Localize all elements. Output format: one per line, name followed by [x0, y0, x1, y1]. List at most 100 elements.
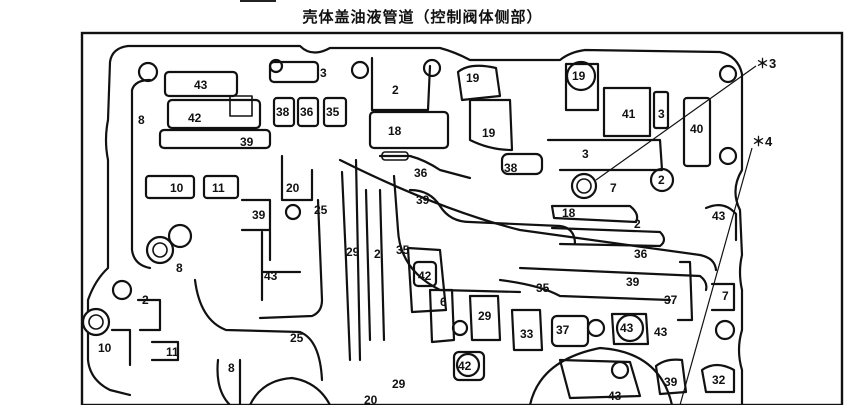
- passage-label: 43: [264, 269, 278, 283]
- passage-29b: [468, 294, 502, 342]
- passage-42c: [452, 350, 486, 382]
- passage-label: 6: [440, 295, 447, 309]
- passage-label: 36: [414, 166, 428, 180]
- passage-label: 42: [188, 111, 202, 125]
- passage-42b: [412, 260, 438, 288]
- bolt-hole: [88, 314, 104, 330]
- passage-label: 43: [654, 325, 668, 339]
- passage-label: 35: [536, 281, 550, 295]
- bolt-hole: [152, 242, 168, 258]
- slot-36: [381, 151, 409, 161]
- passage-39d: [518, 266, 708, 292]
- passage-label: 41: [622, 107, 636, 121]
- passage-label: 39: [626, 275, 640, 289]
- passage-lower-loop: [193, 278, 324, 382]
- passage-11a: [202, 174, 240, 200]
- passage-label: 20: [364, 393, 378, 405]
- passage-2a: [370, 56, 432, 112]
- passage-18b: [550, 204, 639, 224]
- passage-label: 33: [520, 327, 534, 341]
- passage-35c: [498, 278, 672, 302]
- passage-36c: [338, 158, 718, 272]
- passage-29a: [340, 158, 362, 362]
- passage-label: 36: [300, 105, 314, 119]
- passage-label: 37: [556, 323, 570, 337]
- passage-label: 19: [466, 71, 480, 85]
- passage-label: 38: [276, 105, 290, 119]
- passage-label: 2: [142, 293, 149, 307]
- passage-11b: [150, 340, 180, 362]
- bolt-hole: [350, 60, 370, 80]
- passage-25a: [258, 198, 324, 320]
- passage-label: 10: [170, 181, 184, 195]
- passage-label: 3: [582, 147, 589, 161]
- passage-label: 43: [620, 321, 634, 335]
- passage-label: 38: [504, 161, 518, 175]
- passage-label: 35: [326, 105, 340, 119]
- passage-label: 39: [416, 193, 430, 207]
- diagram-title: 壳体盖油液管道（控制阀体侧部）: [302, 8, 543, 26]
- passage-label: 29: [478, 309, 492, 323]
- passage-label: 29: [392, 377, 406, 391]
- passage-label: 25: [290, 331, 304, 345]
- passage-19c: [564, 62, 600, 112]
- passage-label: 18: [388, 124, 402, 138]
- passage-6: [428, 288, 456, 344]
- callout-4-leader: [679, 147, 753, 405]
- bolt-hole: [610, 360, 630, 380]
- passage-18a: [368, 110, 450, 150]
- passage-37b: [550, 314, 590, 348]
- bolt-hole: [167, 223, 193, 249]
- passage-label: 11: [166, 345, 179, 359]
- bolt-hole: [576, 178, 592, 194]
- bolt-hole: [455, 352, 481, 378]
- passage-label: 43: [712, 209, 726, 223]
- passage-43f: [558, 358, 642, 400]
- passage-43e: [610, 312, 650, 346]
- callout-3: ＊3: [756, 56, 776, 71]
- passage-3a: [268, 60, 320, 84]
- passage-2c: [550, 226, 666, 248]
- passage-label: 29: [346, 245, 360, 259]
- passage-41: [602, 86, 652, 138]
- passage-33: [510, 308, 544, 352]
- passage-3b: [652, 90, 670, 130]
- passage-32: [700, 363, 736, 394]
- passage-label: 2: [374, 247, 381, 261]
- passage-label: 37: [664, 293, 678, 307]
- passage-label: 42: [458, 359, 472, 373]
- passage-36b: [378, 154, 472, 180]
- passage-label: 35: [396, 243, 410, 257]
- passage-40: [682, 96, 712, 168]
- bolt-hole: [451, 319, 469, 337]
- bolt-hole: [718, 146, 738, 166]
- passage-2b: [364, 188, 386, 342]
- passage-38b: [500, 152, 544, 176]
- passage-label: 39: [252, 208, 266, 222]
- passage-label: 39: [664, 375, 678, 389]
- passage-label: 25: [314, 203, 328, 217]
- passage-10a: [144, 174, 196, 200]
- passage-label: 42: [418, 269, 432, 283]
- passage-label: 43: [194, 78, 208, 92]
- passage-label: 11: [212, 181, 225, 195]
- passage-label: 8: [176, 261, 183, 275]
- passage-37a: [676, 260, 694, 322]
- passage-label: 7: [610, 181, 617, 195]
- passage-39c: [408, 188, 577, 246]
- passage-label: 2: [658, 173, 665, 187]
- passage-35a: [322, 96, 348, 128]
- passage-36a: [296, 96, 320, 128]
- passage-43d: [406, 246, 448, 314]
- passage-label: 20: [286, 181, 300, 195]
- bolt-hole: [284, 203, 302, 221]
- passage-label: 18: [562, 206, 576, 220]
- passage-label: 8: [138, 113, 145, 127]
- bolt-hole: [137, 61, 159, 83]
- passage-43b: [260, 230, 302, 302]
- passage-2e: [136, 298, 162, 332]
- passage-label: 10: [98, 341, 112, 355]
- passage-10b: [110, 328, 132, 367]
- passage-39b: [240, 198, 272, 262]
- passage-label: 3: [658, 107, 665, 121]
